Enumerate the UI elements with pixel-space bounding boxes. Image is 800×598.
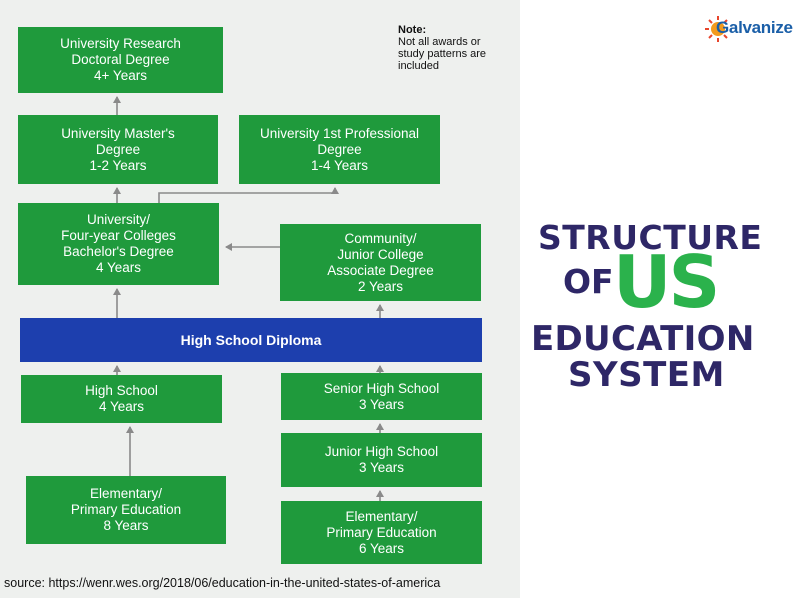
title-education: EDUCATION xyxy=(531,319,755,359)
box-line: Community/ xyxy=(344,230,417,246)
box-junior-high-school: Junior High School 3 Years xyxy=(281,433,482,487)
box-elementary-6-years: Elementary/ Primary Education 6 Years xyxy=(281,501,482,564)
box-professional-degree: University 1st Professional Degree 1-4 Y… xyxy=(239,115,440,184)
note-title: Note: xyxy=(398,24,427,36)
arrow-university-to-professional xyxy=(158,187,339,203)
box-masters-degree: University Master's Degree 1-2 Years xyxy=(18,115,218,184)
box-line: Primary Education xyxy=(70,502,182,517)
source-citation: source: https://wenr.wes.org/2018/06/edu… xyxy=(4,576,441,590)
box-line: Doctoral Degree xyxy=(71,52,170,67)
title-of: OF xyxy=(563,262,614,301)
box-line: 2 Years xyxy=(357,278,404,294)
box-line: Degree xyxy=(95,141,141,157)
note-text: Not all awards or xyxy=(398,36,481,48)
box-line: University Master's xyxy=(61,125,175,141)
box-line: 4+ Years xyxy=(94,68,147,83)
title-structure: STRUCTURE xyxy=(538,218,763,257)
sun-logo-icon xyxy=(705,16,728,42)
box-line: Four-year Colleges xyxy=(61,228,176,243)
box-line: Senior High School xyxy=(323,380,440,396)
box-line: Bachelor's Degree xyxy=(63,244,174,259)
box-senior-high-school: Senior High School 3 Years xyxy=(281,373,482,420)
note-text: study patterns are xyxy=(398,48,487,60)
note: Note: Not all awards or study patterns a… xyxy=(398,24,486,72)
box-line: 8 Years xyxy=(103,518,149,533)
box-line: 3 Years xyxy=(358,396,405,412)
galvanize-logo: Galvanize xyxy=(716,18,793,37)
box-line: 6 Years xyxy=(358,540,405,556)
title-system: SYSTEM xyxy=(568,355,725,395)
box-line: Junior High School xyxy=(324,444,439,459)
title-us: US xyxy=(613,240,720,324)
box-bachelors-degree: University/ Four-year Colleges Bachelor'… xyxy=(18,203,219,285)
box-elementary-8-years: Elementary/ Primary Education 8 Years xyxy=(26,476,226,544)
box-line: 4 Years xyxy=(95,260,142,275)
note-text: included xyxy=(398,60,439,72)
box-line: 1-4 Years xyxy=(310,157,369,173)
box-line: Associate Degree xyxy=(327,262,434,278)
box-associate-degree: Community/ Junior College Associate Degr… xyxy=(280,224,481,301)
box-doctoral-degree: University Research Doctoral Degree 4+ Y… xyxy=(18,27,223,93)
box-line: University Research xyxy=(60,36,181,51)
high-school-diploma-bar: High School Diploma xyxy=(20,318,482,362)
box-line: 3 Years xyxy=(358,460,405,475)
box-line: 1-2 Years xyxy=(89,157,147,173)
connector-arrows xyxy=(113,96,384,501)
box-high-school: High School 4 Years xyxy=(21,375,222,423)
box-line: Primary Education xyxy=(326,524,437,540)
box-line: Elementary/ xyxy=(345,508,418,524)
box-line: Junior College xyxy=(337,246,424,262)
box-line: University 1st Professional xyxy=(259,125,420,141)
box-line: Elementary/ xyxy=(89,486,163,501)
box-line: Degree xyxy=(317,141,362,157)
box-line: 4 Years xyxy=(98,399,145,414)
box-line: University/ xyxy=(86,212,150,227)
box-line: High School xyxy=(85,383,158,398)
